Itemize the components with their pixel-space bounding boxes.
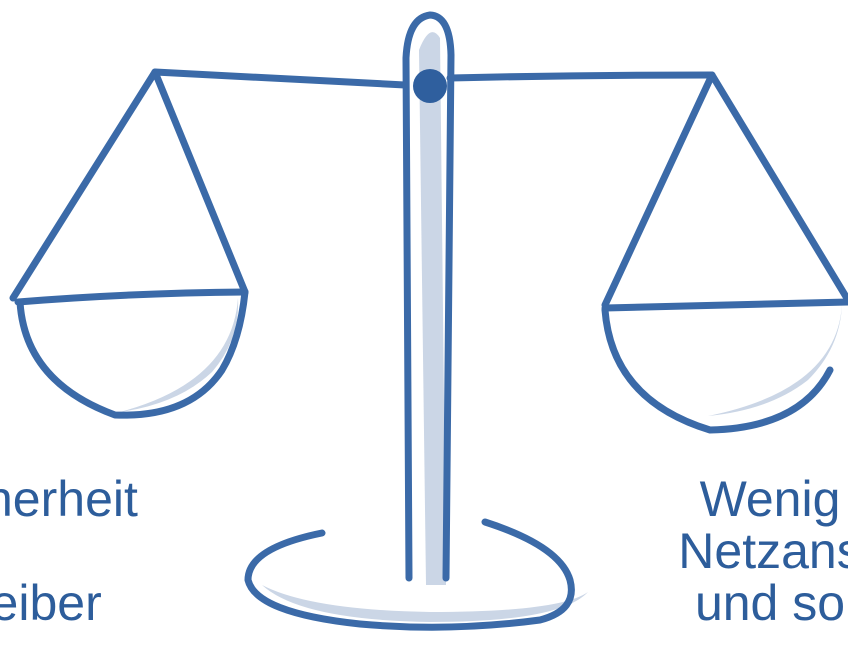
left-caption-line-2: e [0,525,138,577]
left-pan-rim [18,292,245,302]
beam-left [155,72,405,85]
right-caption-line-1: Wenig [605,473,848,525]
left-pan-bowl [20,292,245,415]
right-caption: Wenig Netzans und so [605,473,848,629]
right-pan-strings [605,75,848,305]
left-pan-strings [13,72,245,298]
left-pan-shadow [120,298,238,412]
left-caption-line-3: treiber [0,577,138,629]
right-caption-line-2: Netzans [605,525,848,577]
beam-right [450,75,712,78]
left-caption-line-1: cherheit [0,473,138,525]
pillar-shadow [419,32,446,585]
right-pan-shadow [708,305,842,416]
right-pan-bowl [605,310,830,430]
right-pan-rim [605,302,848,308]
right-caption-line-3: und so [605,577,848,629]
left-caption: cherheit e treiber [0,473,138,629]
pivot-knob [413,69,447,103]
